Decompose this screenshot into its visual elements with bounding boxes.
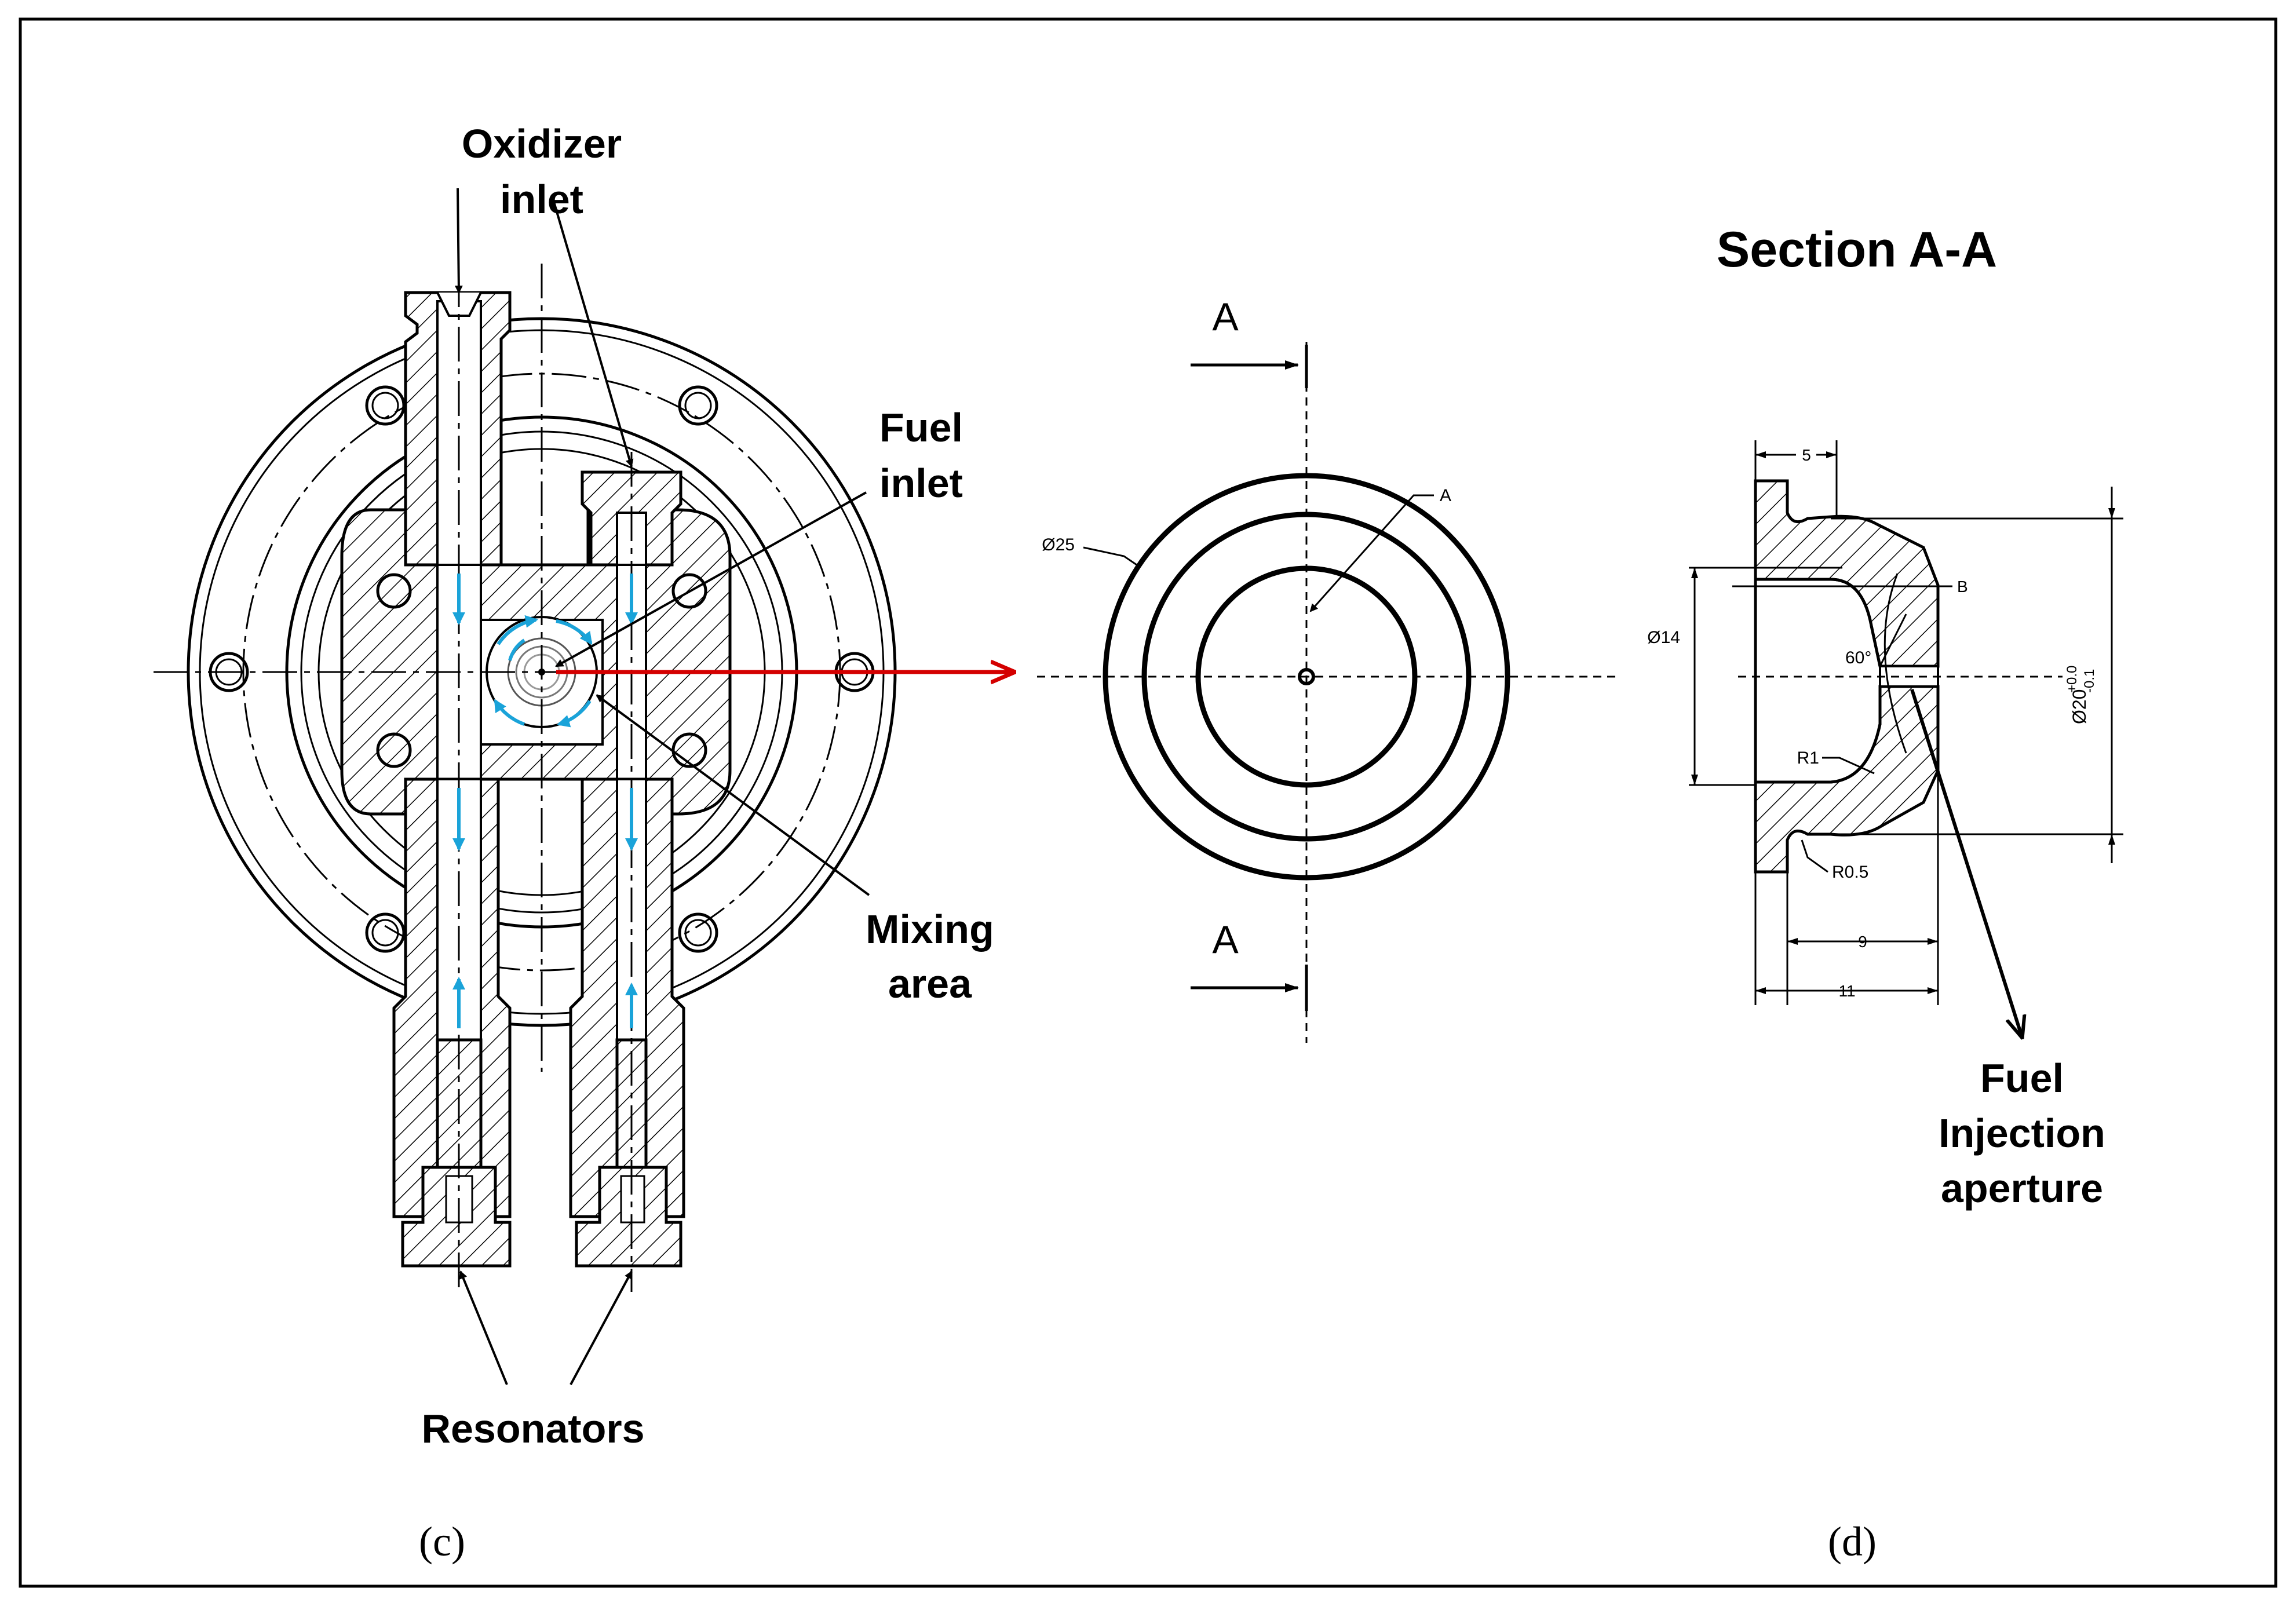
- fuel-inlet-label-line2: inlet: [879, 461, 963, 506]
- caption-d: (d): [1828, 1518, 1877, 1565]
- svg-text:Ø20: Ø20: [2069, 689, 2090, 724]
- flow-arrows: [452, 574, 638, 1028]
- dim-width-top: 5: [1802, 446, 1811, 464]
- panel-c-drawing: [154, 188, 1014, 1385]
- oxidizer-inlet-tube: [404, 291, 512, 567]
- dim-angle: 60°: [1845, 648, 1871, 667]
- svg-text:-0.1: -0.1: [2082, 669, 2097, 693]
- mixing-area-label-line1: Mixing: [866, 907, 994, 952]
- figure-frame: [19, 17, 2277, 1588]
- oxidizer-inlet-label-line2: inlet: [500, 177, 583, 222]
- dim-outer-diameter: Ø20 +0.0 -0.1: [2064, 666, 2097, 724]
- oxidizer-inlet-label-line1: Oxidizer: [462, 121, 622, 166]
- right-resonator: [569, 777, 685, 1268]
- left-resonator: [392, 777, 512, 1268]
- fuel-inlet-label-line1: Fuel: [879, 405, 963, 450]
- dim-radius-small: R0.5: [1832, 863, 1868, 882]
- mixing-area-label-line2: area: [888, 961, 972, 1006]
- cut-marker-bottom: A: [1212, 918, 1239, 962]
- resonators-label: Resonators: [421, 1406, 644, 1451]
- dim-inner-diameter: Ø14: [1647, 628, 1680, 647]
- caption-c: (c): [419, 1518, 465, 1565]
- injection-label-line2: Injection: [1939, 1111, 2105, 1156]
- injection-label-line1: Fuel: [1980, 1056, 2064, 1101]
- front-point-label: A: [1440, 486, 1451, 505]
- dim-length-inner: 9: [1858, 933, 1867, 951]
- section-body-hatched: [1754, 479, 1940, 668]
- section-title: Section A-A: [1717, 222, 1997, 277]
- panel-d-front-view: [1037, 342, 1616, 1043]
- svg-text:+0.0: +0.0: [2064, 666, 2080, 693]
- dim-radius-inner: R1: [1797, 748, 1819, 768]
- cut-marker-top: A: [1212, 295, 1239, 339]
- injection-label-line3: aperture: [1941, 1166, 2103, 1211]
- dim-length-total: 11: [1838, 982, 1855, 1000]
- front-diameter-label: Ø25: [1042, 535, 1075, 554]
- dim-point-b: B: [1957, 578, 1968, 596]
- panel-d-section-view: [1689, 440, 2123, 1037]
